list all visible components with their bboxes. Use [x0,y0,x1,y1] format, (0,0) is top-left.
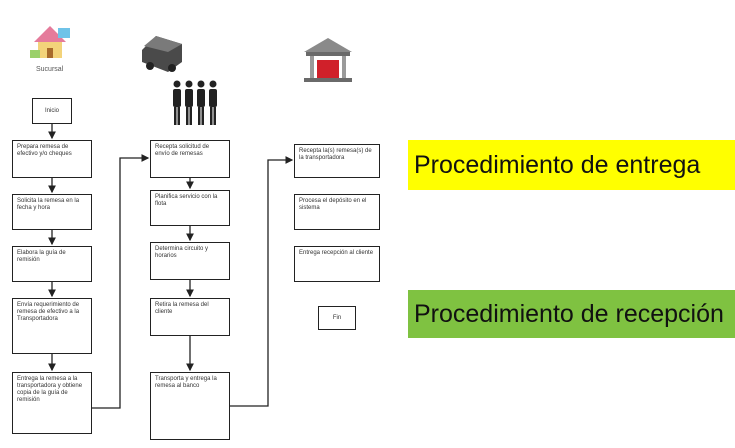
step-fin: Fin [318,306,356,330]
label-procedimiento-recepcion: Procedimiento de recepción [408,290,735,338]
step-procesa-deposito: Procesa el depósito en el sistema [294,194,380,230]
bank-icon [304,38,352,82]
step-solicita-remesa: Solicita la remesa en la fecha y hora [12,194,92,230]
step-transporta-entrega: Transporta y entrega la remesa al banco [150,372,230,440]
house-icon [30,26,70,58]
armored-car-icon [142,36,182,72]
label-procedimiento-entrega: Procedimiento de entrega [408,140,735,190]
guards-icon [173,80,217,125]
step-recepta-solicitud: Recepta solicitud de envío de remesas [150,140,230,178]
house-icon-label: Sucursal [36,66,64,73]
step-prepara-remesa: Prepara remesa de efectivo y/o cheques [12,140,92,178]
step-recepta-remesas: Recepta la(s) remesa(s) de la transporta… [294,144,380,178]
step-entrega-recepcion: Entrega recepción al cliente [294,246,380,282]
step-elabora-guia: Elabora la guía de remisión [12,246,92,282]
step-entrega-remesa: Entrega la remesa a la transportadora y … [12,372,92,434]
step-retira-remesa: Retira la remesa del cliente [150,298,230,336]
step-planifica-servicio: Planifica servicio con la flota [150,190,230,226]
step-determina-circuito: Determina circuito y horarios [150,242,230,280]
step-envia-requerimiento: Envía requerimiento de remesa de efectiv… [12,298,92,354]
step-inicio: Inicio [32,98,72,124]
